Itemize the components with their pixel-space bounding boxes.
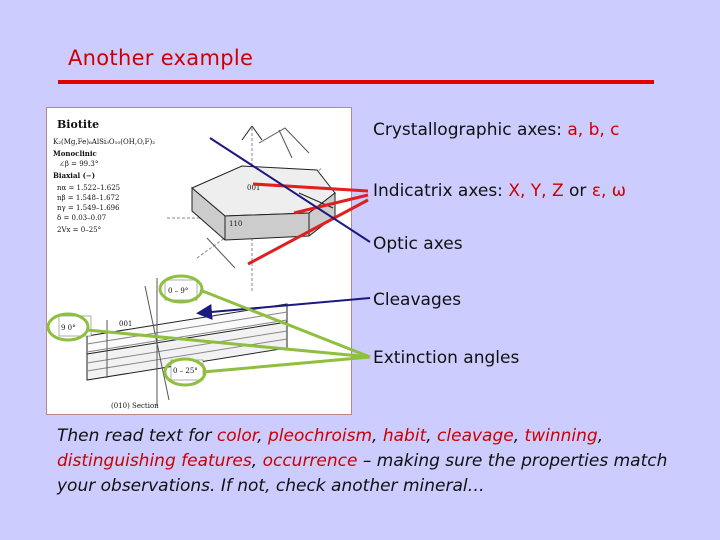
crystal-drawing: 001 110 — [167, 125, 337, 293]
keyword-distinguishing: distinguishing features — [57, 451, 252, 471]
optic-axes-label: Optic axes — [373, 234, 463, 254]
title-underline — [58, 80, 654, 84]
angle-label-bottom: 0 – 25° — [173, 367, 198, 375]
sep-3: , — [426, 426, 438, 446]
indicatrix-greek: ε, ω — [591, 181, 627, 201]
angle-label-left: 9 0° — [61, 324, 76, 332]
keyword-color: color — [216, 426, 258, 446]
keyword-twinning: twinning — [524, 426, 598, 446]
keyword-occurrence: occurrence — [262, 451, 358, 471]
delta-text: δ = 0.03–0.07 — [57, 214, 106, 222]
biaxial-text: Biaxial (−) — [53, 171, 95, 180]
indicatrix-axes: X, Y, Z — [508, 181, 564, 201]
system-text: Monoclinic — [53, 149, 97, 158]
indicatrix-label: Indicatrix axes: X, Y, Z or ε, ω — [373, 181, 626, 201]
beta-text: ∠β = 99.3° — [59, 160, 98, 168]
indicatrix-or: or — [563, 181, 592, 201]
formula-text: K₂(Mg,Fe)₆AlSi₃O₁₀(OH,O,F)₂ — [53, 138, 155, 146]
instructions-paragraph: Then read text for color, pleochroism, h… — [57, 424, 677, 499]
angle-label-top: 0 – 9° — [168, 287, 188, 295]
biotite-figure: Biotite K₂(Mg,Fe)₆AlSi₃O₁₀(OH,O,F)₂ Mono… — [46, 107, 352, 415]
slide-title: Another example — [68, 46, 254, 70]
sep-5: , — [597, 426, 604, 446]
section-label: (010) Section — [111, 402, 159, 410]
keyword-pleochroism: pleochroism — [268, 426, 373, 446]
body-intro: Then read text for — [57, 426, 217, 446]
keyword-habit: habit — [382, 426, 427, 446]
sep-2: , — [372, 426, 383, 446]
crystallographic-prefix: Crystallographic axes: — [373, 120, 568, 140]
extinction-label: Extinction angles — [373, 348, 520, 368]
keyword-cleavage: cleavage — [437, 426, 514, 446]
sep-1: , — [257, 426, 269, 446]
cleavages-label: Cleavages — [373, 290, 462, 310]
n-gamma-text: nγ = 1.549–1.696 — [57, 204, 120, 212]
sep-4: , — [513, 426, 525, 446]
mineral-name: Biotite — [57, 118, 99, 131]
sep-6: , — [251, 451, 263, 471]
crystallographic-axes: a, b, c — [567, 120, 620, 140]
two-v-text: 2Vx = 0–25° — [57, 226, 101, 234]
face-label-001: 001 — [247, 184, 260, 192]
crystallographic-label: Crystallographic axes: a, b, c — [373, 120, 620, 140]
indicatrix-prefix: Indicatrix axes: — [373, 181, 509, 201]
n-alpha-text: nα = 1.522–1.625 — [57, 184, 120, 192]
body-outro: – making sure the properties match your … — [57, 451, 668, 496]
face-label-section: 001 — [119, 320, 132, 328]
crystal-diagram: Biotite K₂(Mg,Fe)₆AlSi₃O₁₀(OH,O,F)₂ Mono… — [53, 118, 337, 410]
face-label-110: 110 — [229, 220, 242, 228]
n-beta-text: nβ = 1.548–1.672 — [57, 194, 119, 202]
